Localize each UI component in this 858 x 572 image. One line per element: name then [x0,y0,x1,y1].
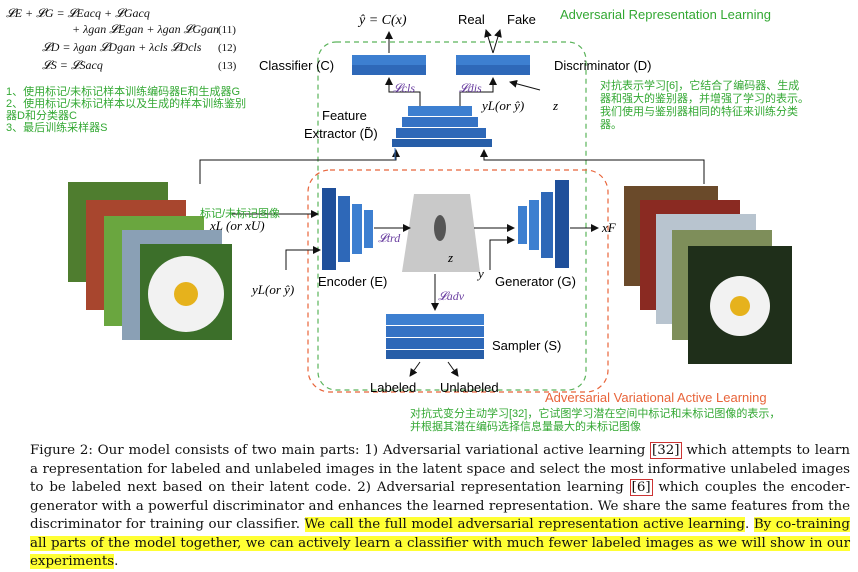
fake-label: Fake [507,12,536,27]
sampler-label: Sampler (S) [492,338,561,353]
feature-label-2: Extractor (D̃) [304,126,378,141]
loss-adv: 𝓛adv [438,289,465,303]
daisy-image [148,256,224,332]
discriminator-label: Discriminator (D) [554,58,652,73]
equation-11-line1: 𝓛E + 𝓛G = 𝓛Eacq + 𝓛Gacq [6,6,150,20]
caption-text: Figure 2: Our model consists of two main… [30,443,651,458]
step-1: 1、使用标记/未标记样本训练编码器E和生成器G [6,86,241,98]
adv-rep-title: Adversarial Representation Learning [560,7,771,22]
step-3: 3、最后训练采样器S [6,122,108,134]
y-gen: y [476,266,484,281]
image-note: 标记/未标记图像 [200,208,281,220]
equation-13: 𝓛S = 𝓛Sacq [42,58,103,72]
loss-dis: 𝓛dis [459,81,482,95]
highlighted-text: We call the full model adversarial repre… [304,517,746,532]
z-latent: z [447,250,453,265]
feature-label-1: Feature [322,108,367,123]
equation-11-line2: + λgan 𝓛Egan + λgan 𝓛Ggan [72,22,220,36]
caption-text: . [114,554,119,569]
avl-region [307,169,609,393]
discriminator-block [456,55,530,75]
avl-note: 对抗式变分主动学习[32]，它试图学习潜在空间中标记和未标记图像的表示，并根据其… [410,408,781,433]
feature-extractor-block [392,106,492,147]
z-top: z [552,98,558,113]
classifier-label: Classifier (C) [259,58,334,73]
training-steps-note: 1、使用标记/未标记样本训练编码器E和生成器G 2、使用标记/未标记样本以及生成… [6,86,256,134]
labeled-label: Labeled [370,380,416,395]
unlabeled-label: Unlabeled [440,380,499,395]
classifier-block [352,55,426,75]
adv-rep-note: 对抗表示学习[6]，它结合了编码器、生成器和强大的鉴别器，并增强了学习的表示。 … [600,80,809,131]
caption-text: which attempts to learn a representation… [30,443,850,495]
classifier-output-eq: ŷ = C(x) [357,13,407,28]
caption-text: . [745,517,754,532]
output-xf: xF [601,220,617,235]
yl-or-yhat-left: yL(or ŷ) [250,282,294,297]
latent-space [402,194,480,272]
output-images-stack [624,186,792,364]
encoder-block [322,188,373,270]
input-xl-xu: xL (or xU) [209,218,265,233]
encoder-label: Encoder (E) [318,274,387,289]
input-images-stack [68,182,232,340]
generator-block [518,180,569,268]
figure-caption: Figure 2: Our model consists of two main… [30,442,850,572]
generator-label: Generator (G) [495,274,576,289]
daisy-image-output [710,276,770,336]
avl-title: Adversarial Variational Active Learning [545,390,767,405]
step-2: 2、使用标记/未标记样本以及生成的样本训练鉴别器D和分类器C [6,98,247,122]
sampler-block [386,314,484,359]
loss-cls: 𝓛cls [393,81,415,95]
equation-number: (12) [218,42,237,54]
citation-link[interactable]: [6] [629,479,653,496]
citation-link[interactable]: [32] [650,442,682,459]
real-label: Real [458,12,485,27]
loss-trd: 𝓛trd [378,231,401,245]
equation-number: (13) [218,60,237,72]
equation-12: 𝓛D = λgan 𝓛Dgan + λcls 𝓛Dcls [42,40,202,54]
model-diagram: ŷ = C(x) Real Fake Adversarial Represent… [68,7,792,405]
caption-text: which couples the encoder-generator with… [30,480,850,532]
equation-number: (11) [218,24,236,36]
yl-or-yhat-top: yL(or ŷ) [480,98,524,113]
adv-rep-region [317,41,587,391]
